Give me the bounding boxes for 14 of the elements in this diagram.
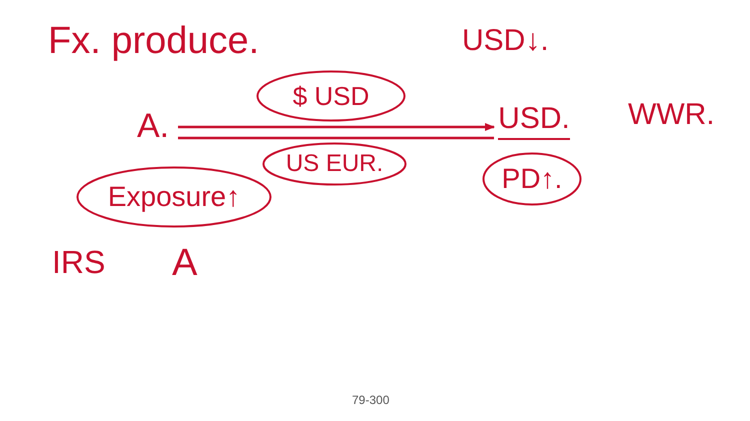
page-number: 79-300 bbox=[352, 394, 390, 406]
circled-note: $ USD bbox=[256, 70, 406, 122]
handwritten-note: A bbox=[172, 244, 198, 282]
arrow bbox=[178, 123, 495, 131]
circled-note: US EUR. bbox=[262, 142, 407, 186]
handwritten-note: IRS bbox=[52, 246, 106, 278]
handwritten-term: A. bbox=[128, 100, 178, 152]
handwritten-heading: Fx. produce. bbox=[48, 22, 260, 60]
handwritten-note: WWR. bbox=[628, 100, 715, 130]
circled-note: PD↑. bbox=[482, 152, 582, 206]
handwritten-term: USD. bbox=[494, 98, 574, 146]
line bbox=[178, 136, 494, 140]
circled-note: Exposure↑ bbox=[76, 166, 272, 228]
handwritten-note: USD↓. bbox=[462, 26, 549, 56]
